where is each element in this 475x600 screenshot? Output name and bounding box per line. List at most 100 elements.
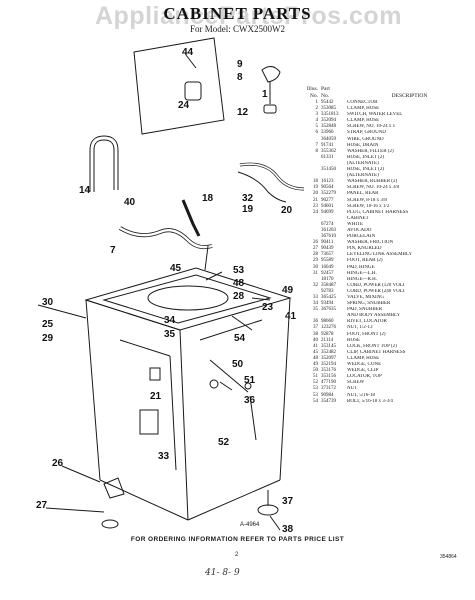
parts-description: FOOT, FRONT (2) [347,331,386,337]
parts-description: HOSE, INLET (2) [347,167,384,173]
parts-part-no: 16049 [321,264,334,270]
parts-description: LEVELING LINK ASSEMBLY [347,252,413,258]
parts-description: NUT, 1/2-13 [347,325,373,331]
hose-part [89,135,119,192]
callout-54: 54 [234,333,246,344]
parts-part-no: 351450 [321,167,336,173]
parts-illus-no: 8 [315,148,319,154]
parts-part-no: 352194 [321,362,336,368]
parts-description: STRAP, GROUND [347,130,386,136]
parts-part-no: 95442 [321,100,334,105]
parts-description: NUT [347,386,358,392]
page-number: 2 [235,552,239,558]
parts-illus-no: 50 [313,368,318,374]
parts-description: CABINET [347,215,369,221]
parts-part-no: 67274 [321,221,334,227]
parts-illus-no: 48 [313,355,318,361]
figure-number: A-4964 [240,522,260,528]
parts-part-no: 90439 [321,246,334,252]
parts-part-no: 354739 [321,398,336,404]
parts-illus-no: 32 [313,282,318,288]
mixing-valve [139,409,159,435]
parts-part-no: 3351813 [321,112,339,118]
parts-part-no: 90564 [321,185,334,191]
parts-part-no: 477190 [321,380,336,386]
parts-illus-no: 38 [313,331,318,337]
parts-illus-no: 29 [313,258,318,264]
parts-description: PLUG, CABINET HARNESS [347,209,409,215]
callout-14: 14 [79,185,91,196]
parts-description: CLAMP, HOSE [347,118,380,124]
parts-illus-no: 49 [313,362,318,368]
parts-illus-no: 31 [313,270,318,276]
parts-part-no: 94601 [321,203,334,209]
parts-part-no: 364059 [321,136,336,142]
parts-description: HOSE [347,337,361,343]
parts-part-no: 90411 [321,240,334,246]
parts-illus-no: 24 [313,209,318,215]
parts-part-no: 353085 [321,106,336,112]
parts-part-no: 352279 [321,191,336,197]
parts-illus-no: 53 [313,392,318,398]
parts-illus-no: 30 [313,264,318,270]
locator-part [209,379,219,389]
parts-part-no: 73657 [321,252,334,258]
parts-row: (ALTERNATE) [306,173,472,179]
header-description: DESCRIPTION [391,93,428,99]
callout-48: 48 [233,278,245,289]
parts-description: BOLT, 5/16-18 x 3-3/4 [347,398,393,404]
parts-illus-no: 40 [313,337,318,343]
parts-description: WIRE, GROUND [347,136,384,142]
parts-row: (ALTERNATE) [306,161,472,167]
detail-box [133,37,225,135]
callout-29: 29 [42,333,54,344]
parts-description: LOCATOR, TOP [347,374,382,380]
parts-illus-no: 36 [313,319,318,325]
parts-description: CONNECTOR [347,100,378,105]
front-foot [257,504,279,516]
parts-row: CABINET [306,216,472,222]
parts-illus-no: 1 [315,100,319,105]
water-level-switch [261,66,281,83]
parts-description: SWITCH, WATER LEVEL [347,112,403,118]
parts-illus-no: 28 [313,252,318,258]
parts-illus-no: 54 [313,398,318,404]
parts-description: (ALTERNATE) [347,173,379,179]
callout-51: 51 [244,375,256,386]
callout-21: 21 [150,391,162,402]
parts-part-no: 355362 [321,148,336,154]
parts-illus-no: 33 [313,295,318,300]
parts-description: FOOT, REAR (2) [347,258,383,264]
parts-illus-no: 4 [315,118,319,124]
parts-description: PAD, HINGE [347,264,375,270]
parts-description: NUT, 5/16-18 [347,392,375,398]
parts-description: PORCELAIN [347,234,376,240]
callout-23: 23 [262,302,274,313]
parts-description: SCREW, NO. 10-24 x 3/8 [347,185,400,191]
parts-part-no: 353176 [321,368,336,374]
parts-part-no: 90277 [321,197,334,203]
callout-45: 45 [170,263,182,274]
tub-opening [147,285,229,311]
parts-row: 364059 WIRE, GROUND [306,137,472,143]
parts-description: (ALTERNATE) [347,160,379,166]
header-illus-no: Illus. No. [306,86,318,99]
